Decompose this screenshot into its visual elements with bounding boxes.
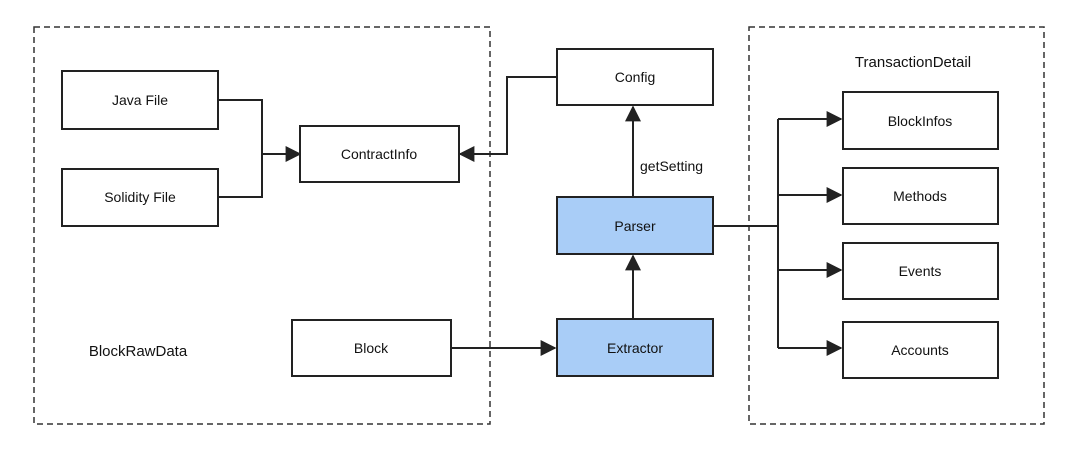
block-node: Block	[291, 319, 452, 377]
events-label: Events	[899, 263, 942, 279]
solidity-file-label: Solidity File	[104, 189, 176, 205]
java-file-node: Java File	[61, 70, 219, 130]
contract-info-node: ContractInfo	[299, 125, 460, 183]
java-file-label: Java File	[112, 92, 168, 108]
parser-to-details-connector	[713, 111, 843, 356]
methods-label: Methods	[893, 188, 947, 204]
config-to-contractinfo-arrow	[458, 76, 557, 162]
solidity-file-node: Solidity File	[61, 168, 219, 227]
extractor-node: Extractor	[556, 318, 714, 377]
block-infos-label: BlockInfos	[888, 113, 953, 129]
transaction-detail-label: TransactionDetail	[855, 54, 971, 71]
parser-node: Parser	[556, 196, 714, 255]
block-label: Block	[354, 340, 389, 356]
parser-label: Parser	[614, 218, 656, 234]
accounts-node: Accounts	[842, 321, 999, 379]
block-infos-node: BlockInfos	[842, 91, 999, 150]
contract-info-label: ContractInfo	[341, 146, 417, 162]
events-node: Events	[842, 242, 999, 300]
config-label: Config	[615, 69, 655, 85]
config-node: Config	[556, 48, 714, 106]
block-raw-data-group	[33, 26, 491, 425]
extractor-label: Extractor	[607, 340, 663, 356]
files-to-contractinfo-connector	[218, 99, 302, 198]
accounts-label: Accounts	[891, 342, 949, 358]
methods-node: Methods	[842, 167, 999, 225]
get-setting-label: getSetting	[640, 158, 703, 174]
block-raw-data-label: BlockRawData	[89, 343, 188, 360]
